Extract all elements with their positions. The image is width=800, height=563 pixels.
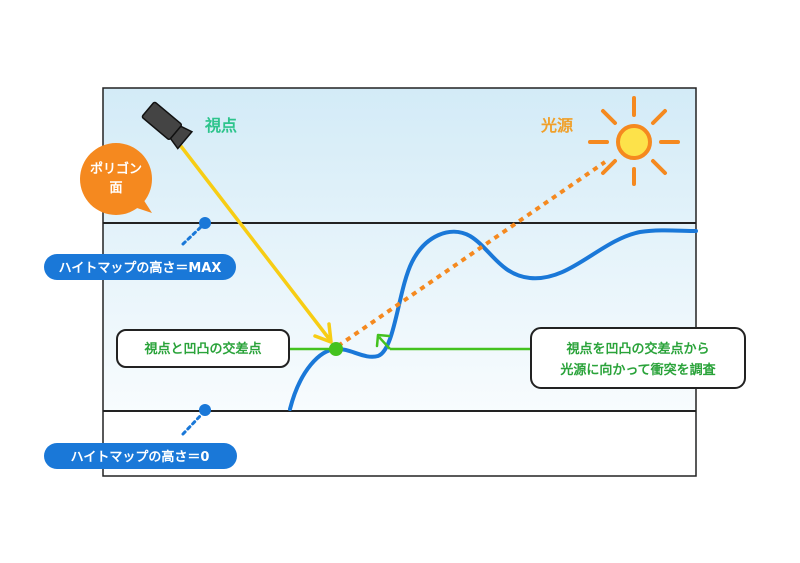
heightmap-max-label: ハイトマップの高さ＝MAX (59, 260, 222, 276)
polygon-face-label-2: 面 (109, 181, 122, 196)
collision-check-callout: 視点を凹凸の交差点から 光源に向かって衝突を調査 (375, 327, 746, 389)
heightmap-max-pill: ハイトマップの高さ＝MAX (44, 217, 236, 280)
collision-check-label-1: 視点を凹凸の交差点から (565, 341, 709, 357)
collision-check-label-2: 光源に向かって衝突を調査 (559, 362, 716, 378)
intersection-callout: 視点と凹凸の交差点 (116, 329, 336, 368)
polygon-face-bubble: ポリゴン 面 (80, 143, 152, 215)
camera-icon (141, 101, 194, 150)
polygon-face-label-1: ポリゴン (90, 161, 142, 177)
light-ray (336, 160, 607, 348)
view-ray-arrowhead (313, 322, 333, 344)
heightmap-zero-label: ハイトマップの高さ＝0 (71, 449, 210, 465)
intersection-point (329, 342, 343, 356)
heightmap-zero-pill: ハイトマップの高さ＝0 (44, 404, 237, 469)
light-source-label: 光源 (540, 116, 573, 135)
view-ray (178, 143, 332, 342)
intersection-label: 視点と凹凸の交差点 (143, 341, 261, 357)
viewpoint-label: 視点 (204, 116, 237, 135)
sun-icon (588, 96, 680, 186)
